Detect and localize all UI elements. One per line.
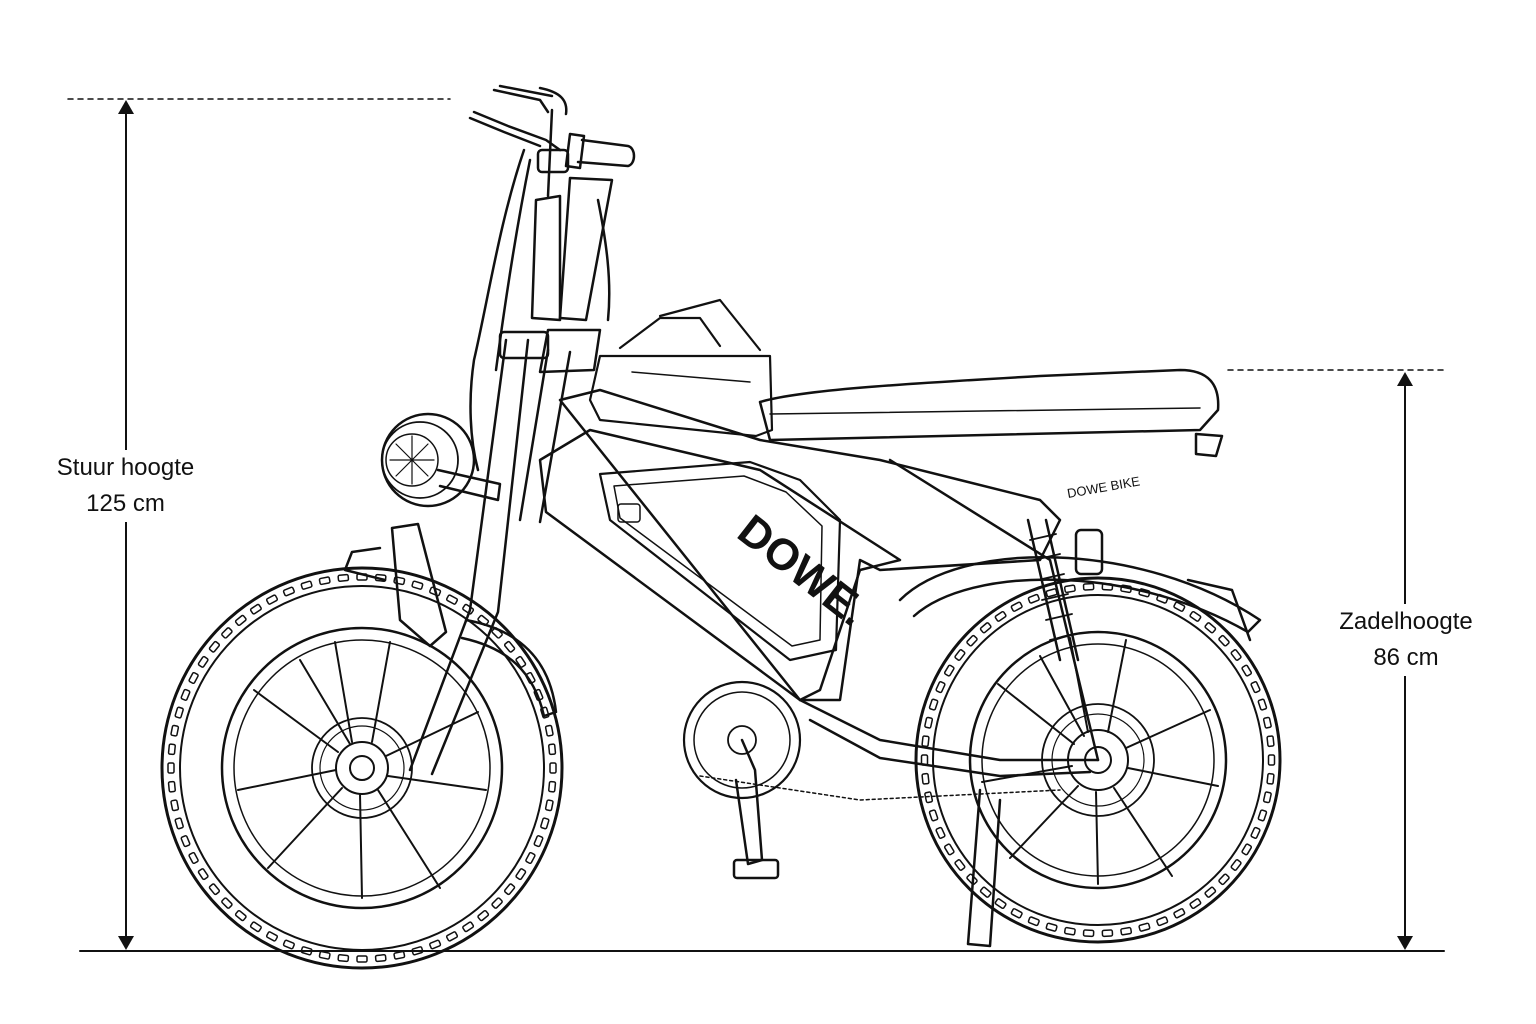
front-fork bbox=[343, 328, 602, 776]
frame-text: DOWE BIKE bbox=[1066, 473, 1141, 501]
saddle-height-value: 86 cm bbox=[1373, 644, 1439, 671]
rear-wheel bbox=[914, 576, 1282, 944]
handlebar-height-name: Stuur hoogte bbox=[56, 454, 195, 481]
handlebar-height-label: Stuur hoogte 125 cm bbox=[38, 450, 213, 522]
frame bbox=[538, 388, 1262, 948]
handlebar-assembly bbox=[468, 84, 636, 472]
handlebar-height-value: 125 cm bbox=[86, 490, 165, 517]
handlebar-height-arrow bbox=[118, 100, 134, 950]
front-wheel bbox=[160, 566, 564, 970]
saddle-height-label: Zadelhoogte 86 cm bbox=[1322, 604, 1490, 676]
seat bbox=[758, 368, 1224, 458]
saddle-height-name: Zadelhoogte bbox=[1339, 608, 1473, 635]
top-bag bbox=[588, 298, 774, 438]
